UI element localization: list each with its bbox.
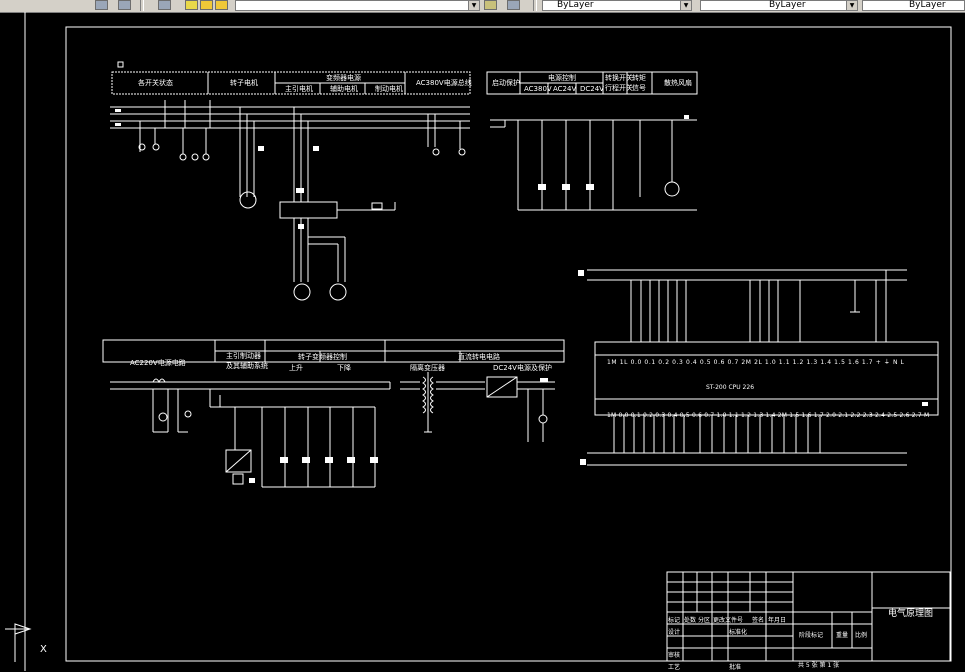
lineweight-dropdown[interactable]: ByLayer bbox=[862, 0, 965, 11]
title-block bbox=[666, 571, 951, 662]
header-main-brake: 主引制动器 bbox=[226, 352, 261, 360]
lineweight-value: ByLayer bbox=[909, 0, 946, 10]
header-limit-switch: 行程开关 bbox=[605, 84, 633, 92]
tb-sheets: 共 5 张 第 1 张 bbox=[798, 662, 840, 669]
header-rotor-inverter: 转子变频器控制 bbox=[298, 353, 347, 361]
layer-previous-icon[interactable] bbox=[507, 0, 520, 10]
tb-count: 处数 bbox=[684, 617, 697, 624]
sun-icon[interactable] bbox=[200, 0, 213, 10]
header-inverter-power: 变频器电源 bbox=[326, 74, 361, 82]
layer-manager-icon[interactable] bbox=[158, 0, 171, 10]
header-brake-motor: 制动电机 bbox=[375, 85, 403, 93]
ucs-x-label: X bbox=[40, 644, 47, 655]
plc-input-terminals: 1M 1L 0.0 0.1 0.2 0.3 0.4 0.5 0.6 0.7 2M… bbox=[607, 359, 905, 366]
tb-date: 年月日 bbox=[768, 617, 787, 624]
bulb-icon[interactable] bbox=[185, 0, 198, 10]
motor-m1 bbox=[239, 191, 257, 209]
tb-design: 设计 bbox=[668, 629, 681, 636]
tb-stage-mark: 阶段标记 bbox=[799, 632, 824, 639]
header-ac380v: AC380V bbox=[524, 85, 552, 93]
match-props-icon[interactable] bbox=[484, 0, 497, 10]
tb-change-doc: 更改文件号 bbox=[713, 617, 744, 624]
layers-icon[interactable] bbox=[95, 0, 108, 10]
linetype-dropdown[interactable]: ByLayer ▼ bbox=[700, 0, 858, 11]
lock-icon[interactable] bbox=[215, 0, 228, 10]
color-dropdown[interactable]: ByLayer ▼ bbox=[542, 0, 692, 11]
tb-scale: 比例 bbox=[855, 632, 868, 639]
tb-process: 工艺 bbox=[668, 664, 681, 671]
motor-m2 bbox=[293, 283, 311, 301]
transformer-primary bbox=[422, 376, 426, 414]
chevron-down-icon: ▼ bbox=[846, 1, 857, 10]
header-isolation-transformer: 隔离变压器 bbox=[410, 364, 445, 372]
drawing-canvas[interactable]: 各开关状态 转子电机 变频器电源 主引电机 辅助电机 制动电机 AC380V电源… bbox=[0, 12, 965, 671]
header-dc-circuit: 直流转电电路 bbox=[458, 353, 500, 361]
tb-signature: 签名 bbox=[752, 617, 765, 624]
header-rotor-motor: 转子电机 bbox=[230, 79, 258, 87]
motor-m3 bbox=[329, 283, 347, 301]
transformer-secondary bbox=[430, 376, 434, 414]
header-torque: 转矩 bbox=[632, 74, 646, 82]
header-box-top-left bbox=[111, 71, 471, 95]
color-value: ByLayer bbox=[557, 0, 594, 10]
header-dc24-supply: DC24V电源及保护 bbox=[493, 364, 552, 372]
properties-toolbar: ▼ ByLayer ▼ ByLayer ▼ ByLayer bbox=[0, 0, 965, 13]
layer-dropdown[interactable]: ▼ bbox=[235, 0, 480, 11]
header-switch-status: 各开关状态 bbox=[138, 79, 173, 87]
chevron-down-icon: ▼ bbox=[468, 1, 479, 10]
header-ac220-circuit: AC220V电源电路 bbox=[130, 359, 186, 367]
header-raise: 上升 bbox=[289, 364, 303, 372]
header-power-control: 电源控制 bbox=[548, 74, 576, 82]
toolbar-separator bbox=[533, 0, 537, 11]
schematic-drawing bbox=[5, 12, 952, 671]
header-ac380-bus: AC380V电源总线 bbox=[416, 79, 472, 87]
plc-block bbox=[594, 341, 939, 416]
header-signal: 信号 bbox=[632, 84, 646, 92]
header-cooling-fan: 散热风扇 bbox=[664, 79, 692, 87]
linetype-value: ByLayer bbox=[769, 0, 806, 10]
header-selector-switch: 转换开关 bbox=[605, 74, 633, 82]
tb-standardize: 标准化 bbox=[729, 629, 748, 636]
header-ac24v: AC24V bbox=[553, 85, 577, 93]
tb-approve: 批准 bbox=[729, 664, 742, 671]
header-aux-system: 及其辅助系统 bbox=[226, 362, 268, 370]
plc-output-terminals: 1M 0.0 0.1 0.2 0.3 0.4 0.5 0.6 0.7 1.0 1… bbox=[607, 412, 930, 419]
brake-unit bbox=[225, 449, 252, 473]
tb-zone: 分区 bbox=[698, 617, 711, 624]
header-box-top-right bbox=[486, 71, 698, 95]
plc-model: ST-200 CPU 226 bbox=[706, 384, 755, 391]
header-dc24v: DC24V bbox=[580, 85, 604, 93]
tb-review: 审核 bbox=[668, 652, 681, 659]
layer-state-icon[interactable] bbox=[118, 0, 131, 10]
chevron-down-icon: ▼ bbox=[680, 1, 691, 10]
header-aux-motor: 辅助电机 bbox=[330, 85, 358, 93]
tb-mark: 标记 bbox=[668, 617, 681, 624]
drawing-frame bbox=[65, 26, 952, 662]
drawing-title: 电气原理图 bbox=[888, 609, 934, 619]
dc-power-supply bbox=[486, 376, 518, 398]
tb-weight: 重量 bbox=[836, 632, 849, 639]
fan-motor bbox=[664, 181, 680, 197]
header-start-protect: 启动保护 bbox=[492, 79, 520, 87]
header-main-motor: 主引电机 bbox=[285, 85, 313, 93]
inverter-block bbox=[279, 201, 338, 219]
header-lower: 下降 bbox=[337, 364, 351, 372]
toolbar-separator bbox=[140, 0, 144, 11]
